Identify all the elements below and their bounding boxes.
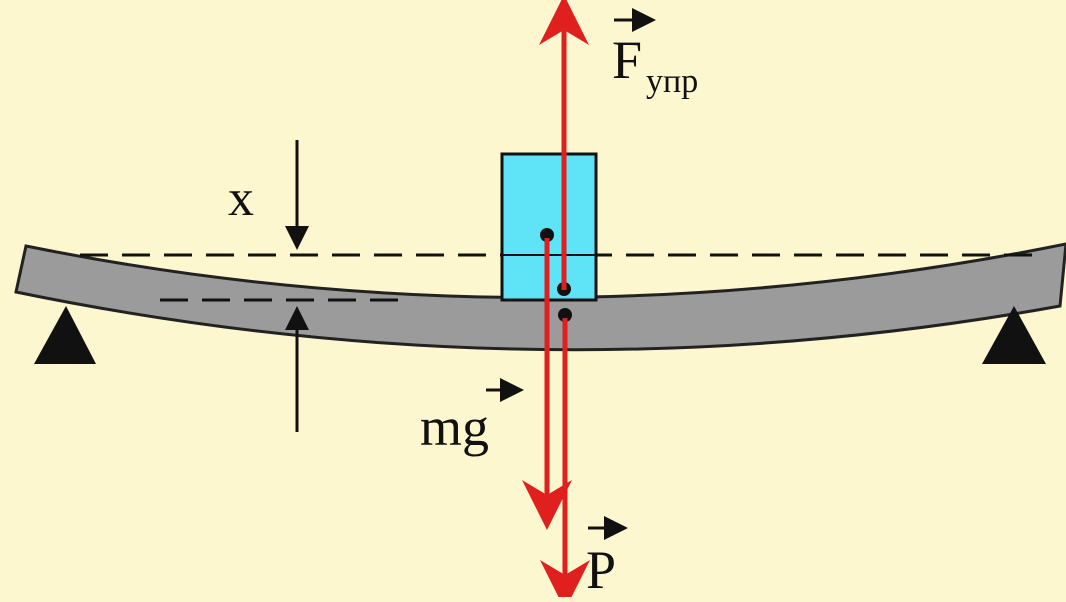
weight-label-text: P — [586, 540, 616, 597]
deflection-label: x — [228, 170, 254, 227]
elastic-force-symbol: F — [612, 30, 642, 90]
gravity-label: mg — [420, 378, 524, 457]
bent-beam — [14, 242, 1066, 352]
triangle-support-icon — [34, 306, 96, 364]
triangle-support-icon — [982, 306, 1046, 364]
beam-point — [558, 308, 572, 322]
center-of-mass-point — [540, 228, 554, 242]
elastic-force-label: F упр — [612, 8, 698, 100]
elastic-force-subscript: упр — [646, 63, 698, 100]
gravity-label-text: mg — [420, 397, 489, 457]
weight-label: P — [586, 516, 628, 600]
